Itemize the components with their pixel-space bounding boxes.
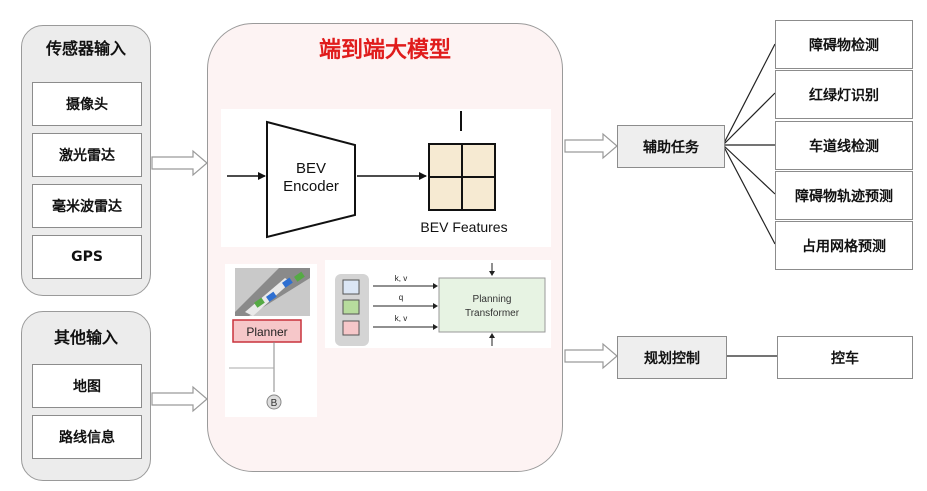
other-map: 地图 xyxy=(32,364,142,408)
fan-line-5 xyxy=(722,144,776,245)
aux-obstacle-trajectory-prediction: 障碍物轨迹预测 xyxy=(775,171,913,220)
arrow-label-q: q xyxy=(399,293,403,302)
vehicle-control-box: 控车 xyxy=(777,336,913,379)
token-red xyxy=(342,320,360,336)
bev-features-label: BEV Features xyxy=(420,219,507,235)
planner-node-label: B xyxy=(271,398,278,409)
fan-line-2 xyxy=(722,92,776,146)
bev-encoder-label-1: BEV xyxy=(296,160,326,177)
sensor-mmwave-radar: 毫米波雷达 xyxy=(32,184,142,228)
hollow-arrow-aux xyxy=(564,132,618,160)
planning-control-box: 规划控制 xyxy=(617,336,727,379)
aux-obstacle-detection: 障碍物检测 xyxy=(775,20,913,69)
planning-transformer-box xyxy=(438,277,546,333)
planning-transformer-label-2: Transformer xyxy=(465,308,520,319)
other-input-group: 其他输入 地图 路线信息 xyxy=(21,311,151,481)
other-route-info: 路线信息 xyxy=(32,415,142,459)
arrow-label-kv-top: k, v xyxy=(395,274,407,283)
planner-node xyxy=(266,394,282,410)
planner-box xyxy=(232,319,302,343)
sensor-lidar: 激光雷达 xyxy=(32,133,142,177)
fan-line-4 xyxy=(722,144,776,195)
bev-panel: BEV Encoder BEV Features xyxy=(221,109,551,247)
planning-transformer-panel: k, v q k, v Planning Transformer xyxy=(325,260,551,348)
arrow-label-kv-bottom: k, v xyxy=(395,314,407,323)
end-to-end-model: 端到端大模型 BEV Encoder BEV Features Planner … xyxy=(207,23,563,472)
planner-panel: Planner B xyxy=(225,264,317,417)
sensor-input-group: 传感器输入 摄像头 激光雷达 毫米波雷达 GPS xyxy=(21,25,151,296)
sensor-camera: 摄像头 xyxy=(32,82,142,126)
hollow-arrow-other xyxy=(151,385,208,413)
token-blue xyxy=(342,279,360,295)
other-input-title: 其他输入 xyxy=(53,328,118,347)
token-green xyxy=(342,299,360,315)
bev-encoder-trapezoid xyxy=(266,120,356,239)
hollow-arrow-sensor xyxy=(151,149,208,177)
aux-lane-detection: 车道线检测 xyxy=(775,121,913,170)
bev-encoder-label-2: Encoder xyxy=(283,178,339,195)
hollow-arrow-planning xyxy=(564,342,618,370)
aux-traffic-light-recognition: 红绿灯识别 xyxy=(775,70,913,119)
fan-line-1 xyxy=(722,43,776,146)
sensor-input-title: 传感器输入 xyxy=(45,39,126,58)
aux-task-box: 辅助任务 xyxy=(617,125,725,168)
planner-label: Planner xyxy=(246,325,287,339)
planning-transformer-label-1: Planning xyxy=(473,294,512,305)
main-model-title: 端到端大模型 xyxy=(318,38,451,63)
aux-occupancy-grid-prediction: 占用网格预测 xyxy=(775,221,913,270)
sensor-gps: GPS xyxy=(32,235,142,279)
